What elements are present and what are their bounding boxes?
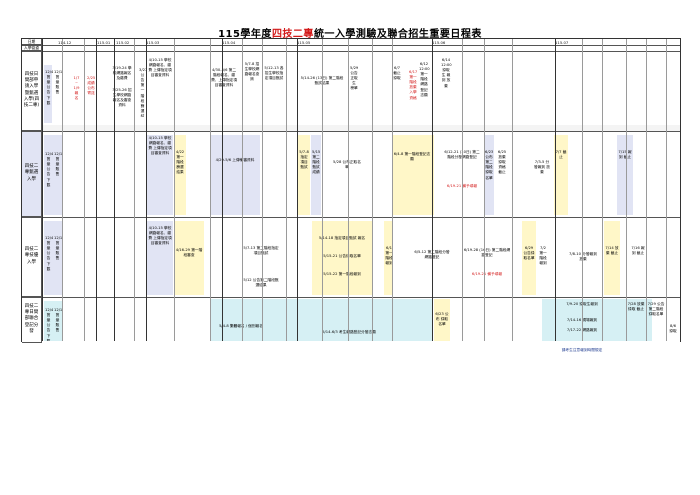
row-label-3: 四技二專技優入學: [22, 217, 42, 297]
event-r4-6: 7/9-20 錄取生報到: [566, 302, 598, 306]
month-label: 115.05: [297, 40, 311, 45]
event-r3-3: 4/10-15 學校網路報名、繳費 上傳指定項目審查資料: [148, 226, 172, 246]
month-label: 115.01: [97, 40, 111, 45]
event-r3-9: 5/15-22 第一階段報到: [323, 272, 361, 276]
event-r4-11: 8/6 錄取: [669, 324, 677, 334]
row-label-4: 四技二專日間部聯合登記分發: [22, 297, 42, 343]
event-r2-6: 5/7-8 指定項目甄試: [299, 150, 309, 170]
event-r2-8: 5/28 公布正取名單: [333, 160, 361, 170]
event-r3-6: 5/12 公告第二階段甄選結果: [243, 278, 279, 288]
page-title: 115學年度四技二專統一入學測驗及聯合招生重要日程表: [218, 29, 482, 40]
event-r1-1: 12/4 簡章公告下載: [45, 70, 53, 105]
event-r4-4: 5/14-6/3 考生網路登記分發志願: [322, 330, 376, 334]
event-r4-7: 7/14-16 現場報到: [566, 318, 598, 322]
event-r4-3: 5/4-8 集體報名 / 個別報名: [219, 324, 263, 328]
event-r3-17: 7/14 放棄 截止: [605, 246, 619, 256]
row-1-spacer: [42, 125, 680, 131]
event-r1-9: 4/30-5/6 第二階段報名、繳費、上傳指定項目審查資料: [211, 68, 237, 88]
event-r2-15: 7/7 截止: [555, 150, 567, 160]
event-r1-4: 2/25 成績公布 寄送: [87, 76, 96, 96]
event-r2-3: 4/10-15 學校網路報名、繳費 上傳指定項目審查資料: [148, 136, 172, 156]
event-r2-7: 5/15 第二階段甄試成績: [312, 150, 321, 175]
event-r2-14: 7/3-5 分發報到 放棄: [534, 160, 550, 175]
event-r3-16: 7/8-10 分發報到 放棄: [569, 252, 597, 262]
title-highlight: 四技二專: [271, 29, 314, 40]
event-r3-1: 12/4 簡章公告下載: [45, 236, 53, 271]
event-r1-10: 5/7-8 招生學校網路報名查詢: [244, 62, 260, 82]
row-band-2: [22, 131, 680, 217]
event-r2-2: 12/11 簡章販售: [54, 152, 62, 177]
event-r3-13: 6/19-21 備予填報: [471, 272, 503, 276]
event-r1-16: 6/14 12:00 錄取生 報到 放棄: [441, 58, 452, 88]
row-label-1: 四技日間部申請入學暨甄選入學(四技二專): [22, 51, 42, 131]
event-r1-2: 12/11 簡章販售: [54, 70, 62, 95]
event-r2-11: 6/19-21 備予填報: [446, 184, 478, 188]
event-r2-13: 6/25 放棄錄取資格截止: [497, 150, 507, 175]
date-header: 日期: [22, 39, 42, 45]
event-r1-15: 6/12 12:00 第一階段 網路 登記 志願: [419, 62, 430, 97]
event-r3-4: 4/16-29 第一階段審查: [175, 248, 203, 258]
row-label-2: 四技二專甄選入學: [22, 131, 42, 217]
channel-header: 入學管道: [22, 45, 42, 51]
month-label: 115.07: [555, 40, 569, 45]
event-r2-16: 7/15 報到 截止: [618, 150, 632, 160]
schedule-table: 日期 入學管道 114.12 115.01 115.02 115.03 115.…: [21, 38, 681, 379]
event-r3-2: 12/11 簡章販售: [54, 236, 62, 261]
event-r2-5: 4/29-5/6 上傳備審資料: [215, 158, 255, 162]
event-r3-18: 7/16 報到 截止: [631, 246, 645, 256]
event-r1-3: 1/7 ~ 1/9 報名: [73, 76, 80, 101]
event-r2-12: 6/23 公布第二階段錄取名單: [485, 150, 494, 180]
event-r1-7: 3/27 公告 第一階段篩選結果: [139, 68, 147, 117]
event-r1-11: 5/12-13 各招生學校指定項目甄試: [264, 66, 284, 81]
event-r4-5: 6/23 公布 錄取 名單: [435, 312, 449, 327]
event-r4-9: 7/28 放棄錄取 截止: [627, 302, 645, 312]
event-r2-4: 4/22 第一階段篩選結果: [175, 150, 185, 175]
event-r4-8: 7/17-22 網路報到: [566, 328, 598, 332]
month-label: 115.06: [432, 40, 446, 45]
event-r4-10: 7/29 公告第二階段錄取名單: [647, 302, 665, 317]
event-r3-8: 5/15-21 公告錄取名單: [323, 254, 361, 258]
event-r2-9: 6/4-8 第一階段登記志願: [393, 152, 431, 162]
event-r2-1: 12/4 簡章公告下載: [45, 152, 53, 187]
month-label: 115.03: [146, 40, 160, 45]
event-r1-13: 5/29 公告 正取生 榜單: [350, 66, 359, 91]
event-r3-14: 6/29 公告錄取名單: [523, 246, 535, 261]
event-r1-6: 3/25-26 招生學校網路報名及審查資料: [112, 88, 132, 108]
month-label: 115.04: [222, 40, 236, 45]
event-r3-7: 5/14-18 指定項目甄試 報名: [318, 236, 366, 240]
event-r1-5: 3/19-24 學校網路報名及繳費: [112, 66, 132, 81]
month-label: 114.12: [58, 40, 72, 45]
event-r1-17: 6/17 第一階段 放棄 入學資格: [409, 70, 418, 100]
event-r1-14: 6/7 截止 錄取: [393, 66, 401, 81]
event-r3-10: 6/1 第一階段報到: [385, 246, 393, 266]
month-label: 115.02: [116, 40, 130, 45]
event-r4-2: 12/11 簡章販售: [54, 308, 62, 333]
event-r1-8: 4/10-15 學校網路報名、繳費 上傳指定項目審查資料: [148, 58, 172, 78]
event-r3-12: 6/19-28 (16日) 第二階段網路登記: [463, 248, 511, 258]
event-r3-5: 5/7-13 第二階段指定項目甄試: [243, 246, 279, 256]
event-r3-15: 7/2 第一階段報到: [539, 246, 547, 266]
row-band-1: [22, 51, 42, 131]
event-r4-12: 請考生注意報到時間規定: [561, 348, 603, 352]
event-r4-1: 12/4 簡章公告下載: [45, 308, 53, 341]
